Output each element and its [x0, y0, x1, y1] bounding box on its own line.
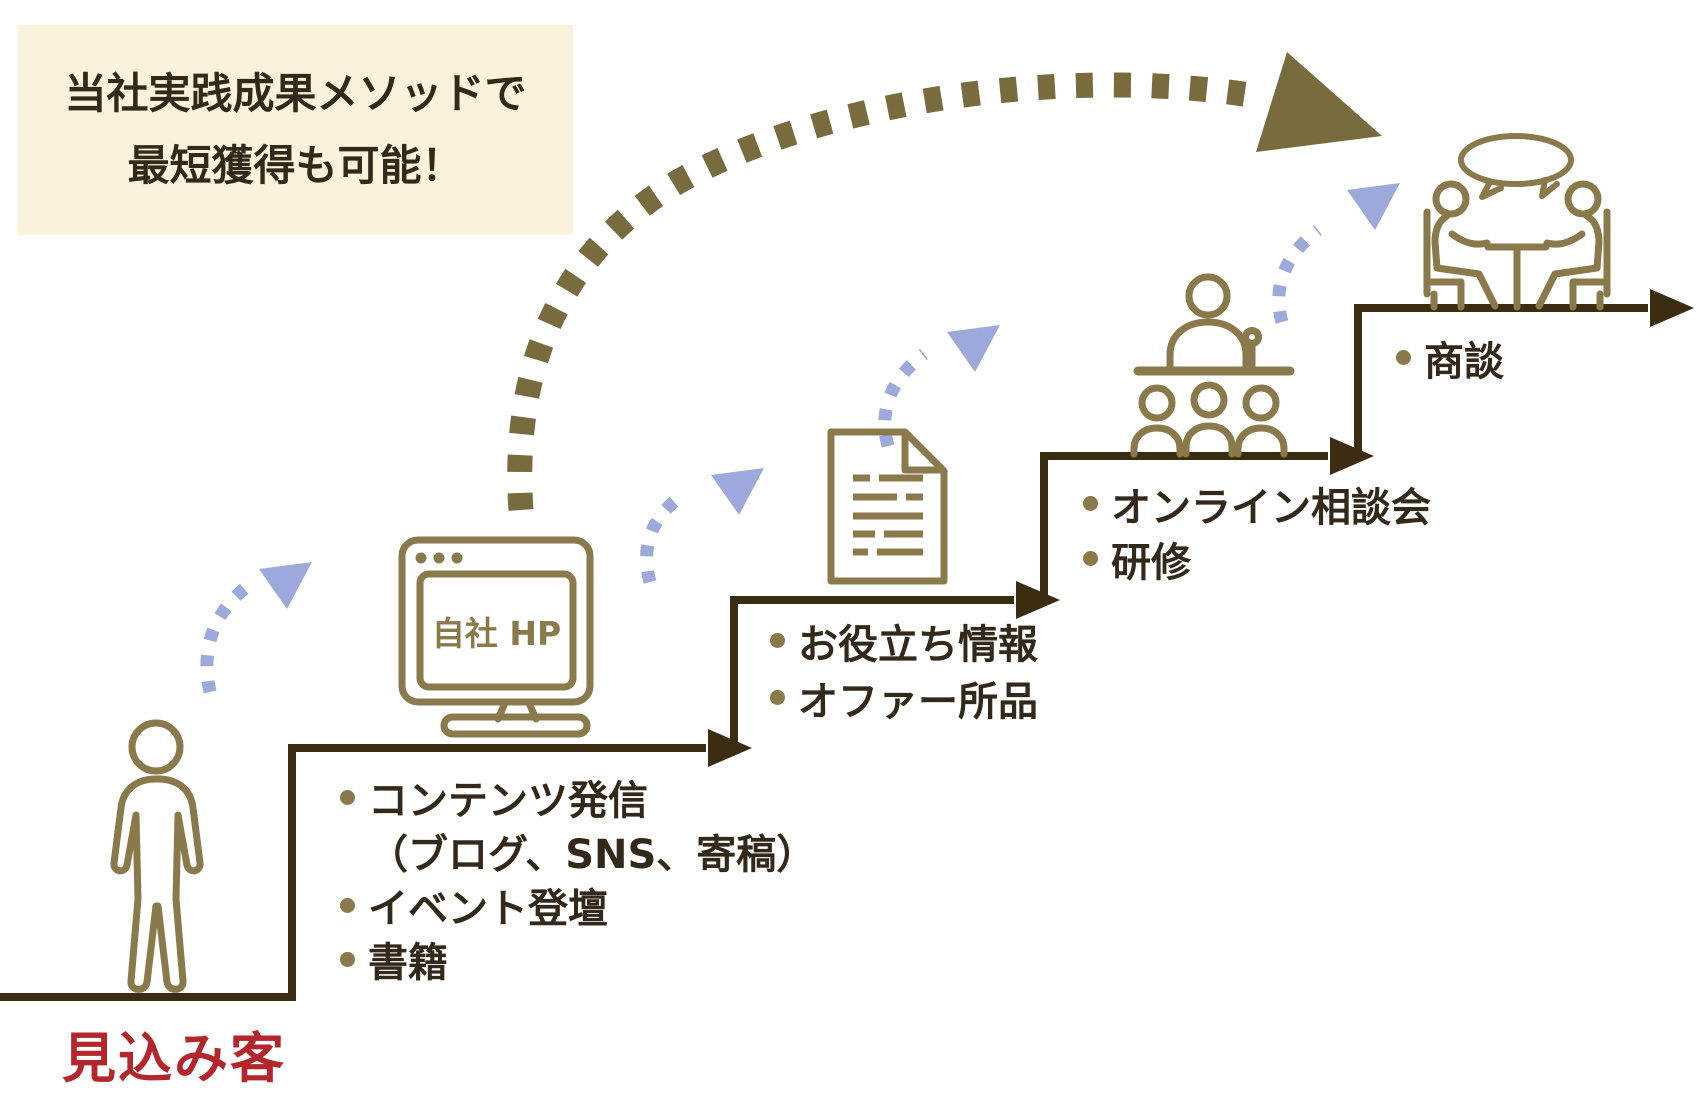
- website-screen-label: 自社 HP: [431, 613, 562, 653]
- meeting-icon: [1423, 133, 1611, 311]
- step-up-arrow-1: [200, 562, 312, 694]
- list-item-label: （ブログ、SNS、寄稿）: [368, 832, 817, 878]
- bullet-icon: [340, 789, 355, 805]
- step-up-arrow-4: [1272, 183, 1400, 324]
- document-icon: [827, 428, 948, 585]
- bullet-icon: [1396, 350, 1411, 365]
- list-item: （ブログ、SNS、寄稿）: [340, 824, 816, 878]
- shortcut-arrowhead: [1256, 52, 1382, 152]
- callout-line-1: 当社実践成果メソッドで: [64, 69, 527, 118]
- list-item-label: 書籍: [368, 940, 448, 986]
- bullet-icon: [770, 690, 785, 705]
- step-arrowhead: [1016, 581, 1060, 619]
- callout-box: 当社実践成果メソッドで 最短獲得も可能！: [18, 25, 573, 235]
- seminar-step-list: オンライン相談会 研修: [1083, 476, 1431, 586]
- document-step-list: お役立ち情報 オファー所品: [770, 612, 1038, 726]
- callout-line-2: 最短獲得も可能！: [127, 141, 464, 190]
- list-item-label: コンテンツ発信: [368, 778, 648, 824]
- staircase: [0, 289, 1694, 1001]
- list-item: オファー所品: [770, 669, 1038, 726]
- bullet-icon: [1083, 551, 1098, 566]
- list-item: コンテンツ発信: [340, 770, 816, 824]
- website-step-list: コンテンツ発信 （ブログ、SNS、寄稿） イベント登壇 書籍: [340, 770, 816, 986]
- step-arrowhead: [1330, 437, 1374, 475]
- bullet-icon: [1083, 496, 1098, 511]
- list-item-label: イベント登壇: [368, 886, 608, 932]
- list-item-label: お役立ち情報: [798, 621, 1038, 668]
- meeting-step-list: 商談: [1396, 330, 1504, 385]
- prospect-label: 見込み客: [62, 1027, 286, 1090]
- list-item-label: オンライン相談会: [1111, 484, 1431, 531]
- shortcut-arc-arrow: [507, 52, 1382, 511]
- list-item-label: 研修: [1111, 539, 1191, 586]
- prospect-person-icon: [110, 719, 204, 993]
- bullet-icon: [340, 897, 355, 913]
- list-item: 商談: [1396, 330, 1504, 385]
- list-item-label: 商談: [1424, 338, 1504, 385]
- final-arrowhead: [1650, 289, 1694, 327]
- seminar-presenter-icon: [1130, 273, 1295, 458]
- step-up-arrow-2: [640, 468, 764, 584]
- bullet-icon: [770, 633, 785, 648]
- bullet-icon: [340, 951, 355, 967]
- list-item: 研修: [1083, 531, 1431, 586]
- website-monitor-icon: [398, 536, 594, 738]
- step-up-arrow-3: [878, 325, 1000, 448]
- list-item: オンライン相談会: [1083, 476, 1431, 531]
- list-item-label: オファー所品: [798, 678, 1038, 725]
- list-item: 書籍: [340, 932, 816, 986]
- list-item: イベント登壇: [340, 878, 816, 932]
- list-item: お役立ち情報: [770, 612, 1038, 669]
